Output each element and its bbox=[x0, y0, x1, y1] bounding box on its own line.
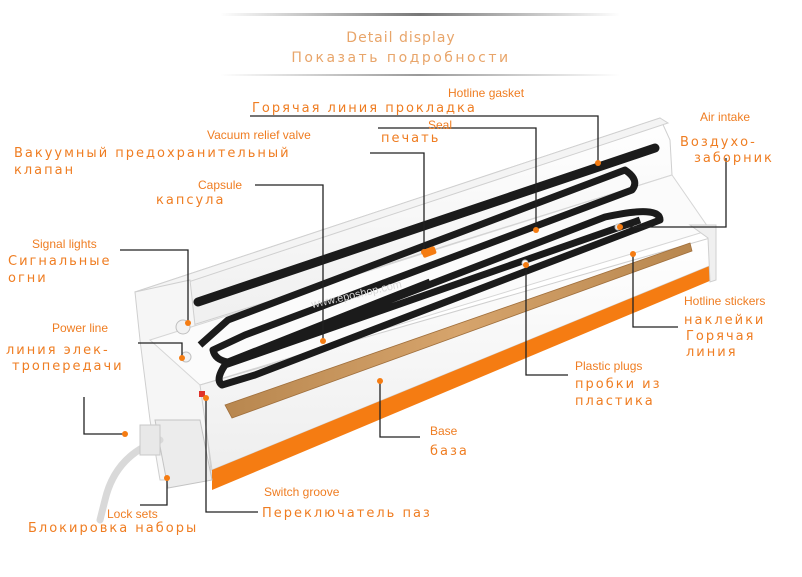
label-plastic-plugs-ru-1: пробки из bbox=[575, 377, 662, 392]
label-hotline-stickers-ru-2: Горячая bbox=[686, 329, 756, 344]
dot-capsule bbox=[320, 338, 326, 344]
leader-base bbox=[379, 381, 420, 438]
upper-gasket-loop bbox=[197, 166, 639, 366]
leader-dots bbox=[122, 160, 636, 481]
leader-power-line bbox=[138, 342, 183, 358]
dot-vacuum-valve bbox=[421, 249, 427, 255]
label-hotline-gasket-en: Hotline gasket bbox=[448, 86, 525, 100]
dot-lock-sets-2 bbox=[164, 475, 170, 481]
label-lock-sets-ru: Блокировка наборы bbox=[28, 521, 199, 536]
label-vacuum-valve-en: Vacuum relief valve bbox=[207, 128, 311, 142]
label-base-en: Base bbox=[430, 424, 458, 438]
label-signal-lights-ru-2: огни bbox=[8, 271, 48, 286]
dot-air-intake bbox=[617, 224, 623, 230]
label-vacuum-valve-ru-2: клапан bbox=[14, 163, 76, 178]
leader-seal bbox=[378, 127, 537, 230]
heating-strip bbox=[224, 242, 693, 419]
dot-seal bbox=[533, 227, 539, 233]
label-signal-lights-en: Signal lights bbox=[32, 237, 97, 251]
label-power-line-ru-2: тропередачи bbox=[12, 359, 124, 374]
leader-lock-sets bbox=[83, 397, 125, 435]
label-switch-groove-en: Switch groove bbox=[264, 485, 340, 499]
label-hotline-gasket-ru: Горячая линия прокладка bbox=[252, 101, 477, 116]
dot-power-line bbox=[179, 355, 185, 361]
leader-plastic-plugs bbox=[525, 265, 568, 376]
dot-hotline-gasket bbox=[595, 160, 601, 166]
label-air-intake-ru-1: Воздухо- bbox=[680, 135, 757, 150]
header-bottom-rule bbox=[220, 74, 620, 76]
label-plastic-plugs-ru-2: пластика bbox=[575, 394, 655, 409]
leader-capsule bbox=[255, 184, 324, 341]
lock-set-block bbox=[154, 419, 213, 489]
page-subtitle: Показать подробности bbox=[291, 50, 511, 66]
dot-plastic-plugs bbox=[523, 262, 529, 268]
label-switch-groove-ru: Переключатель паз bbox=[262, 506, 432, 521]
label-base-ru: база bbox=[430, 444, 469, 459]
label-hotline-stickers-ru-3: линия bbox=[686, 345, 738, 360]
leader-vacuum-valve bbox=[370, 152, 425, 250]
label-air-intake-en: Air intake bbox=[700, 110, 751, 124]
leader-lines bbox=[83, 115, 727, 513]
vacuum-relief-valve bbox=[421, 246, 437, 258]
label-seal-en: Seal bbox=[428, 118, 453, 132]
label-power-line-en: Power line bbox=[52, 321, 109, 335]
label-plastic-plugs-en: Plastic plugs bbox=[575, 359, 643, 373]
page-title: Detail display bbox=[346, 30, 456, 46]
label-vacuum-valve-ru-1: Вакуумный предохранительный bbox=[14, 146, 291, 161]
label-air-intake-ru-2: заборник bbox=[694, 151, 774, 166]
label-signal-lights-ru-1: Сигнальные bbox=[8, 254, 112, 269]
label-seal-ru: печать bbox=[381, 131, 441, 146]
dot-switch-groove bbox=[203, 395, 209, 401]
switch-indicator bbox=[199, 391, 205, 397]
power-cable-strain-relief bbox=[139, 424, 161, 456]
dot-base bbox=[377, 378, 383, 384]
base-right-end bbox=[688, 224, 717, 283]
label-hotline-stickers-en: Hotline stickers bbox=[684, 294, 766, 308]
leader-lock-sets-2 bbox=[140, 478, 168, 506]
label-hotline-stickers-ru-1: наклейки bbox=[684, 313, 766, 328]
leader-signal-lights bbox=[120, 249, 189, 323]
leader-air-intake bbox=[620, 158, 727, 228]
header-top-rule bbox=[220, 13, 620, 16]
label-capsule-ru: капсула bbox=[156, 193, 226, 208]
lid-gasket-bar bbox=[193, 143, 660, 307]
lower-gasket-loop bbox=[215, 208, 664, 389]
leader-hotline-stickers bbox=[632, 254, 678, 328]
label-power-line-ru-1: линия элек- bbox=[6, 343, 110, 358]
base-orange-stripe bbox=[212, 265, 712, 490]
label-lock-sets-en: Lock sets bbox=[107, 507, 158, 521]
leader-switch-groove bbox=[205, 398, 258, 513]
leader-hotline-gasket bbox=[250, 115, 599, 163]
dot-hotline-stickers bbox=[630, 251, 636, 257]
dot-lock-sets bbox=[122, 431, 128, 437]
dot-signal-lights bbox=[185, 320, 191, 326]
label-capsule-en: Capsule bbox=[198, 178, 243, 192]
